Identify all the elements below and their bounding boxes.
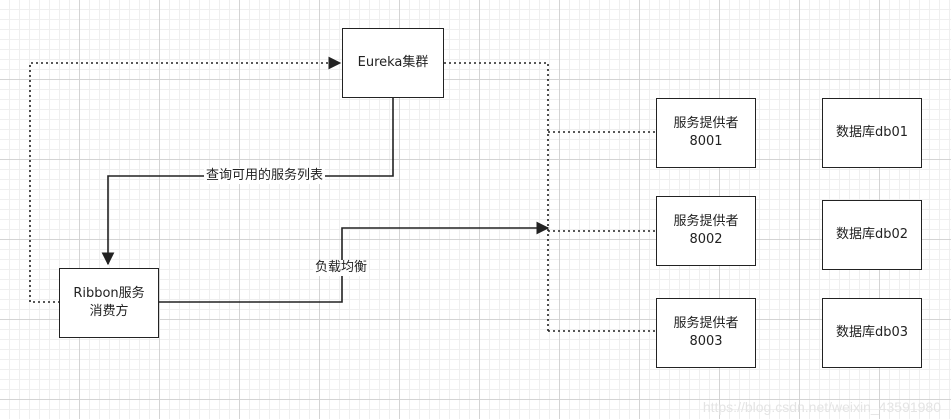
consumer-label-line1: Ribbon服务 bbox=[73, 286, 145, 301]
eureka-provider-bus bbox=[444, 62, 549, 331]
provider-label: 服务提供者 bbox=[673, 116, 739, 131]
provider-port: 8001 bbox=[689, 134, 723, 149]
eureka-cluster-node[interactable]: Eureka集群 bbox=[342, 28, 444, 98]
database-label: 数据库db01 bbox=[835, 125, 909, 140]
database-node-db02[interactable]: 数据库db02 bbox=[822, 200, 922, 270]
provider-label: 服务提供者 bbox=[673, 316, 739, 331]
consumer-label-line2: 消费方 bbox=[89, 304, 129, 319]
database-label: 数据库db02 bbox=[835, 227, 909, 242]
ribbon-consumer-node[interactable]: Ribbon服务 消费方 bbox=[59, 268, 159, 338]
provider-node-8003[interactable]: 服务提供者 8003 bbox=[656, 298, 756, 368]
database-label: 数据库db03 bbox=[835, 325, 909, 340]
database-node-db01[interactable]: 数据库db01 bbox=[822, 98, 922, 168]
provider-port: 8003 bbox=[689, 334, 723, 349]
database-node-db03[interactable]: 数据库db03 bbox=[822, 298, 922, 368]
load-balance-label: 负载均衡 bbox=[313, 260, 370, 276]
provider-label: 服务提供者 bbox=[673, 214, 739, 229]
eureka-cluster-label: Eureka集群 bbox=[357, 55, 429, 70]
query-service-list-label: 查询可用的服务列表 bbox=[204, 168, 326, 184]
provider-node-8001[interactable]: 服务提供者 8001 bbox=[656, 98, 756, 168]
provider-port: 8002 bbox=[689, 232, 723, 247]
consumer-to-eureka-edge bbox=[29, 56, 342, 303]
source-watermark: https://blog.csdn.net/weixin_43591980 bbox=[702, 399, 941, 415]
provider-node-8002[interactable]: 服务提供者 8002 bbox=[656, 196, 756, 266]
